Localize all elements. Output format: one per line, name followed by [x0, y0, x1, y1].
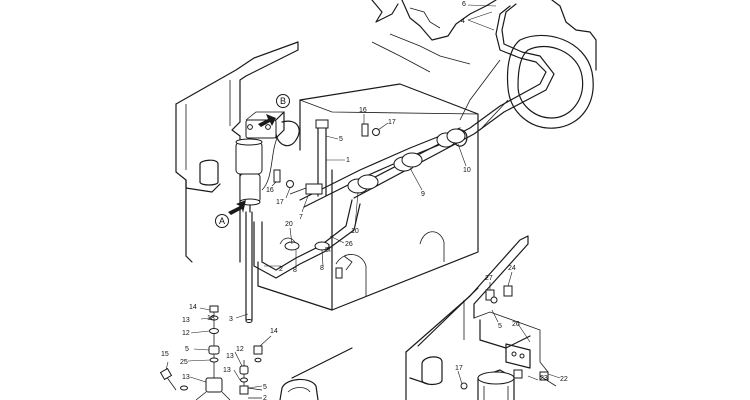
detail-a-callout-5a: 5: [185, 346, 189, 353]
detail-a-leaders: [165, 307, 272, 389]
hardware-bolts: [273, 123, 380, 279]
main-leader-lines: [235, 4, 497, 319]
view-marker-b: B: [276, 94, 290, 108]
filter-body-detail: [279, 347, 353, 400]
detail-a-callout-5b: 5: [263, 384, 267, 391]
detail-a-callouts: 14 18 13 12 5 25 13 15 12 13 14 13 5 2: [161, 304, 278, 400]
callout-17a: 17: [388, 119, 396, 126]
view-marker-a-letter: A: [219, 216, 225, 226]
engine-block: [371, 0, 597, 73]
return-pipe: [289, 119, 329, 197]
detail-b-callout-24: 24: [508, 265, 516, 272]
detail-b-callout-27: 27: [485, 275, 493, 282]
detail-a-callout-13a: 13: [182, 317, 190, 324]
callout-8b: 8: [320, 265, 324, 272]
callout-10b: 10: [463, 167, 471, 174]
callout-26: 26: [345, 241, 353, 248]
drain-hose: [245, 211, 253, 323]
detail-b-callout-22: 22: [560, 376, 568, 383]
detail-a-callout-13c: 13: [226, 353, 234, 360]
callout-10a: 10: [351, 228, 359, 235]
callout-8a: 8: [293, 267, 297, 274]
fuel-filter-assembly: [235, 111, 300, 213]
main-callouts: 1 2 3 4 5 5 6 7 8 8 9 10 10 16 16 17 17 …: [229, 1, 471, 323]
detail-b-callout-17: 17: [455, 365, 463, 372]
detail-a-callout-12b: 12: [236, 346, 244, 353]
detail-b-callout-26: 26: [512, 321, 520, 328]
callout-1: 1: [346, 157, 350, 164]
detail-a-callout-25: 25: [180, 359, 188, 366]
detail-b-frame: [405, 235, 549, 400]
detail-b-callout-5: 5: [498, 323, 502, 330]
detail-a-parts: [159, 305, 263, 400]
detail-b-leaders: [457, 271, 561, 385]
callout-16b: 16: [266, 187, 274, 194]
callout-16a: 16: [359, 107, 367, 114]
fuel-line-routing: [253, 3, 555, 279]
detail-a-callout-13d: 13: [223, 367, 231, 374]
hose-clamps: [284, 128, 466, 251]
callout-6: 6: [462, 1, 466, 8]
detail-b-parts: [460, 285, 557, 400]
detail-a-callout-12a: 12: [182, 330, 190, 337]
detail-a-callout-18: 18: [207, 315, 215, 322]
callout-5b: 5: [325, 247, 329, 254]
detail-b-callouts: 27 24 5 26 17 22 23: [455, 265, 568, 383]
fuel-tank: [257, 83, 479, 311]
callout-20: 20: [285, 221, 293, 228]
callout-2: 2: [279, 266, 283, 273]
callout-5a: 5: [339, 136, 343, 143]
detail-a-callout-14a: 14: [189, 304, 197, 311]
callout-4: 4: [461, 18, 465, 25]
detail-a-callout-2: 2: [263, 395, 267, 400]
view-marker-b-letter: B: [280, 96, 286, 106]
callout-17b: 17: [276, 199, 284, 206]
view-arrows: [228, 114, 276, 215]
detail-a-callout-13b: 13: [182, 374, 190, 381]
callout-7: 7: [299, 214, 303, 221]
callout-3: 3: [229, 316, 233, 323]
flywheel-housing: [459, 34, 594, 131]
detail-b-callout-23: 23: [540, 375, 548, 382]
view-marker-a: A: [215, 214, 229, 228]
detail-a-callout-14b: 14: [270, 328, 278, 335]
detail-a-callout-15: 15: [161, 351, 169, 358]
callout-9: 9: [421, 191, 425, 198]
